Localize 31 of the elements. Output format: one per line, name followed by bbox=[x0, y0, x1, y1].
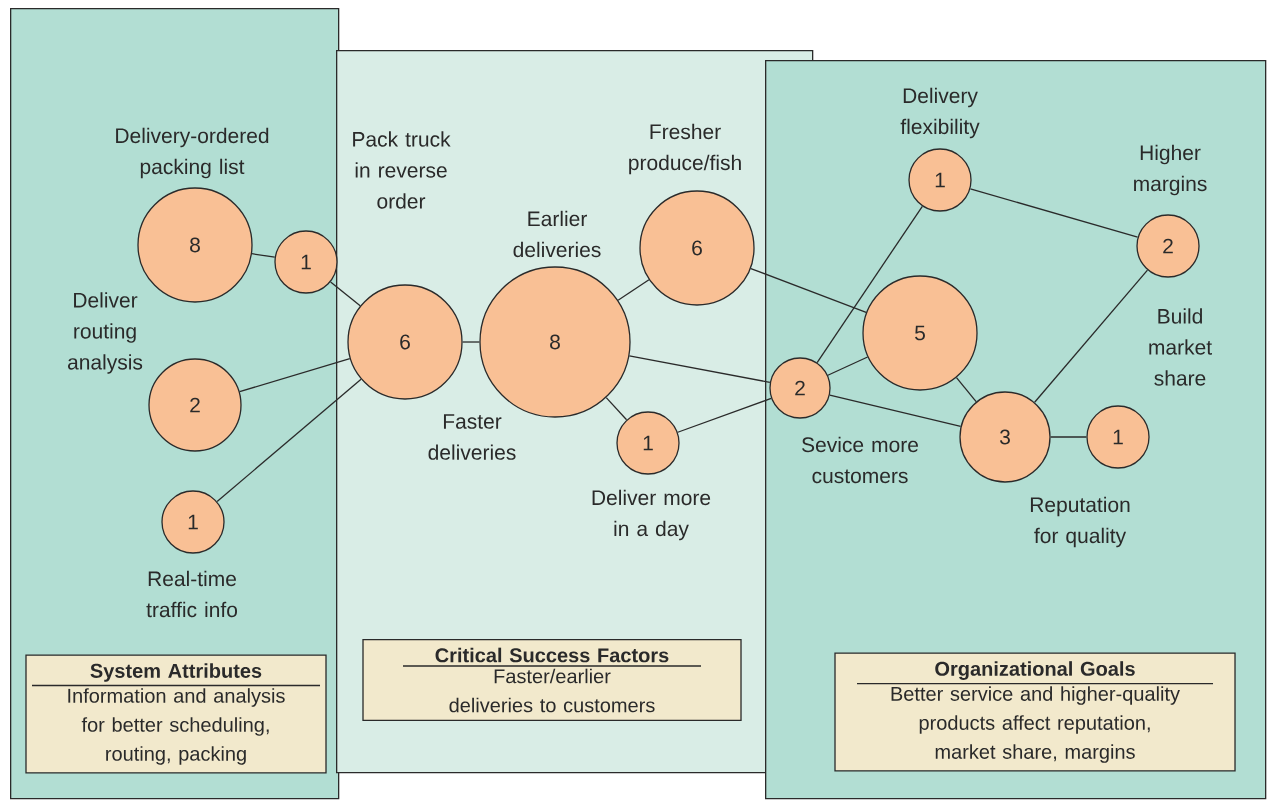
circle-label: Fresher produce/fish bbox=[629, 123, 741, 175]
description-box: System Attributes Information and analysis for better scheduling, routing, packing bbox=[25, 654, 327, 774]
connector-line bbox=[816, 205, 923, 364]
circle-label: Build market share bbox=[1149, 308, 1212, 386]
connector-line bbox=[605, 397, 628, 421]
connector-line bbox=[750, 267, 867, 314]
connector-line bbox=[329, 281, 361, 307]
connector-line bbox=[829, 394, 962, 428]
circle-label: Higher margins bbox=[1134, 144, 1207, 196]
connector-line bbox=[617, 279, 650, 301]
circle-label: Earlier deliveries bbox=[513, 210, 601, 258]
connector-line bbox=[827, 356, 869, 376]
connector-line bbox=[239, 357, 351, 393]
connector-line bbox=[251, 253, 276, 258]
connector-line bbox=[1050, 436, 1087, 438]
circle-label: Real-time traffic info bbox=[146, 570, 237, 618]
description-box: Critical Success Factors Faster/earlier deliveries to customers bbox=[362, 639, 742, 721]
connector-line bbox=[677, 397, 772, 433]
circle-label: Delivery flexibility bbox=[900, 87, 980, 139]
circle-label: Deliver more in a day bbox=[592, 489, 711, 541]
connector-line bbox=[462, 341, 480, 343]
circle-label: Delivery-ordered packing list bbox=[116, 127, 269, 179]
connector-line bbox=[628, 355, 771, 383]
connector-line bbox=[955, 377, 977, 403]
circle-label: Sevice more customers bbox=[802, 436, 918, 484]
connector-line bbox=[1034, 269, 1149, 403]
description-box: Organizational Goals Better service and higher-quality products affect reputation, market share, margins bbox=[834, 652, 1236, 772]
circle-label: Reputation for quality bbox=[1030, 496, 1130, 548]
connector-line bbox=[969, 188, 1139, 238]
circle-label: Pack truck in reverse order bbox=[353, 131, 451, 209]
connector-line bbox=[216, 378, 362, 503]
